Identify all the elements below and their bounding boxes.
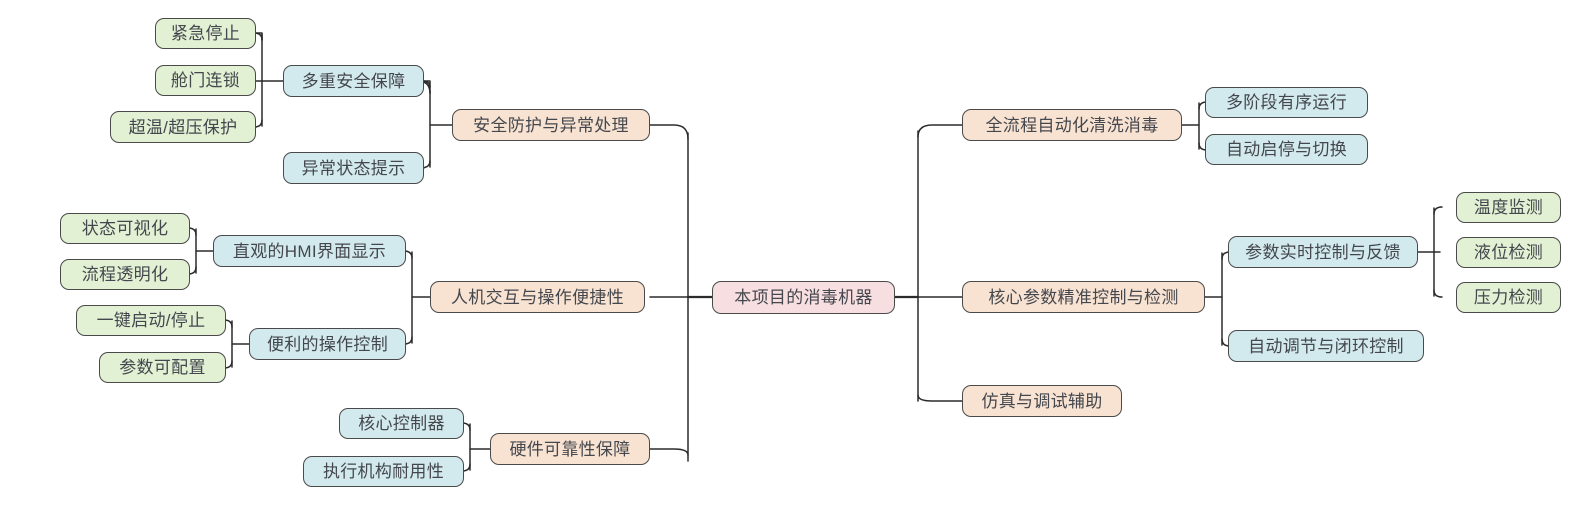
sub-node-realtime-param-feedback-label: 参数实时控制与反馈 [1245,242,1401,262]
leaf-node-emergency-stop-label: 紧急停止 [170,24,241,43]
leaf-node-configurable-params[interactable]: 参数可配置 [99,352,226,383]
leaf-node-overtemp-overpressure-label: 超温/超压保护 [128,117,238,137]
sub-node-auto-closed-loop-control-label: 自动调节与闭环控制 [1248,336,1404,356]
branch-node-simulation-debug-label: 仿真与调试辅助 [981,391,1103,411]
edge-b1-to-duochong [423,80,431,88]
leaf-node-status-visualization[interactable]: 状态可视化 [60,213,190,244]
branch-node-hmi-label: 人机交互与操作便捷性 [451,287,624,307]
branch-node-safety[interactable]: 安全防护与异常处理 [452,109,650,141]
branch-node-hmi[interactable]: 人机交互与操作便捷性 [430,281,645,313]
leaf-node-one-key-start-stop-label: 一键启动/停止 [96,311,206,330]
branch-node-full-auto-process[interactable]: 全流程自动化清洗消毒 [962,109,1182,141]
sub-node-core-controller-label: 核心控制器 [358,414,445,433]
sub-node-multistage-operation-label: 多阶段有序运行 [1225,93,1348,112]
leaf-node-one-key-start-stop[interactable]: 一键启动/停止 [76,305,226,336]
sub-node-hmi-display[interactable]: 直观的HMI界面显示 [213,235,406,267]
sub-node-multi-safety[interactable]: 多重安全保障 [283,65,424,97]
edge-left-corner-bottom [649,448,689,456]
sub-node-actuator-durability[interactable]: 执行机构耐用性 [303,456,464,487]
edge-right-corner-top [917,124,963,138]
branch-node-hardware-reliability-label: 硬件可靠性保障 [509,439,631,459]
sub-node-auto-start-stop-switch[interactable]: 自动启停与切换 [1205,134,1368,165]
sub-node-realtime-param-feedback[interactable]: 参数实时控制与反馈 [1228,236,1418,268]
leaf-node-door-interlock[interactable]: 舱门连锁 [155,65,256,96]
edge-left-corner-top [649,124,689,140]
edge-right-corner-bottom [917,394,963,402]
edge-r2c1-to-wendu [1433,206,1443,215]
sub-node-actuator-durability-label: 执行机构耐用性 [322,462,445,481]
leaf-node-process-transparency[interactable]: 流程透明化 [60,259,190,290]
sub-node-auto-closed-loop-control[interactable]: 自动调节与闭环控制 [1228,330,1424,362]
branch-node-core-param-control[interactable]: 核心参数精准控制与检测 [962,281,1205,313]
branch-node-core-param-control-label: 核心参数精准控制与检测 [988,287,1179,307]
leaf-node-emergency-stop[interactable]: 紧急停止 [155,18,256,49]
sub-node-auto-start-stop-switch-label: 自动启停与切换 [1225,140,1348,159]
branch-node-simulation-debug[interactable]: 仿真与调试辅助 [962,385,1122,417]
leaf-node-temperature-monitoring-label: 温度监测 [1473,198,1544,217]
sub-node-convenient-control[interactable]: 便利的操作控制 [249,328,406,360]
root-node-label: 本项目的消毒机器 [734,288,873,307]
edge-r2c1-to-yali [1433,289,1443,298]
sub-node-core-controller[interactable]: 核心控制器 [339,408,464,439]
leaf-node-door-interlock-label: 舱门连锁 [170,71,241,90]
leaf-node-overtemp-overpressure[interactable]: 超温/超压保护 [110,111,256,143]
branch-node-hardware-reliability[interactable]: 硬件可靠性保障 [490,433,650,465]
leaf-node-temperature-monitoring[interactable]: 温度监测 [1456,192,1561,223]
leaf-node-status-visualization-label: 状态可视化 [81,219,169,238]
leaf-node-liquid-level-detection-label: 液位检测 [1473,243,1544,262]
sub-node-hmi-display-label: 直观的HMI界面显示 [232,241,387,261]
sub-node-convenient-control-label: 便利的操作控制 [266,334,389,354]
branch-node-full-auto-process-label: 全流程自动化清洗消毒 [985,115,1159,135]
sub-node-abnormal-status[interactable]: 异常状态提示 [283,152,424,184]
sub-node-multi-safety-label: 多重安全保障 [301,71,406,91]
branch-node-safety-label: 安全防护与异常处理 [473,115,629,135]
sub-node-abnormal-status-label: 异常状态提示 [301,158,406,178]
root-node[interactable]: 本项目的消毒机器 [712,281,895,314]
edge-duo-to-jinji [254,32,263,41]
leaf-node-configurable-params-label: 参数可配置 [119,358,206,377]
sub-node-multistage-operation[interactable]: 多阶段有序运行 [1205,87,1368,118]
leaf-node-process-transparency-label: 流程透明化 [81,265,169,284]
leaf-node-pressure-detection[interactable]: 压力检测 [1456,282,1561,313]
leaf-node-pressure-detection-label: 压力检测 [1473,288,1544,307]
leaf-node-liquid-level-detection[interactable]: 液位检测 [1456,237,1561,268]
